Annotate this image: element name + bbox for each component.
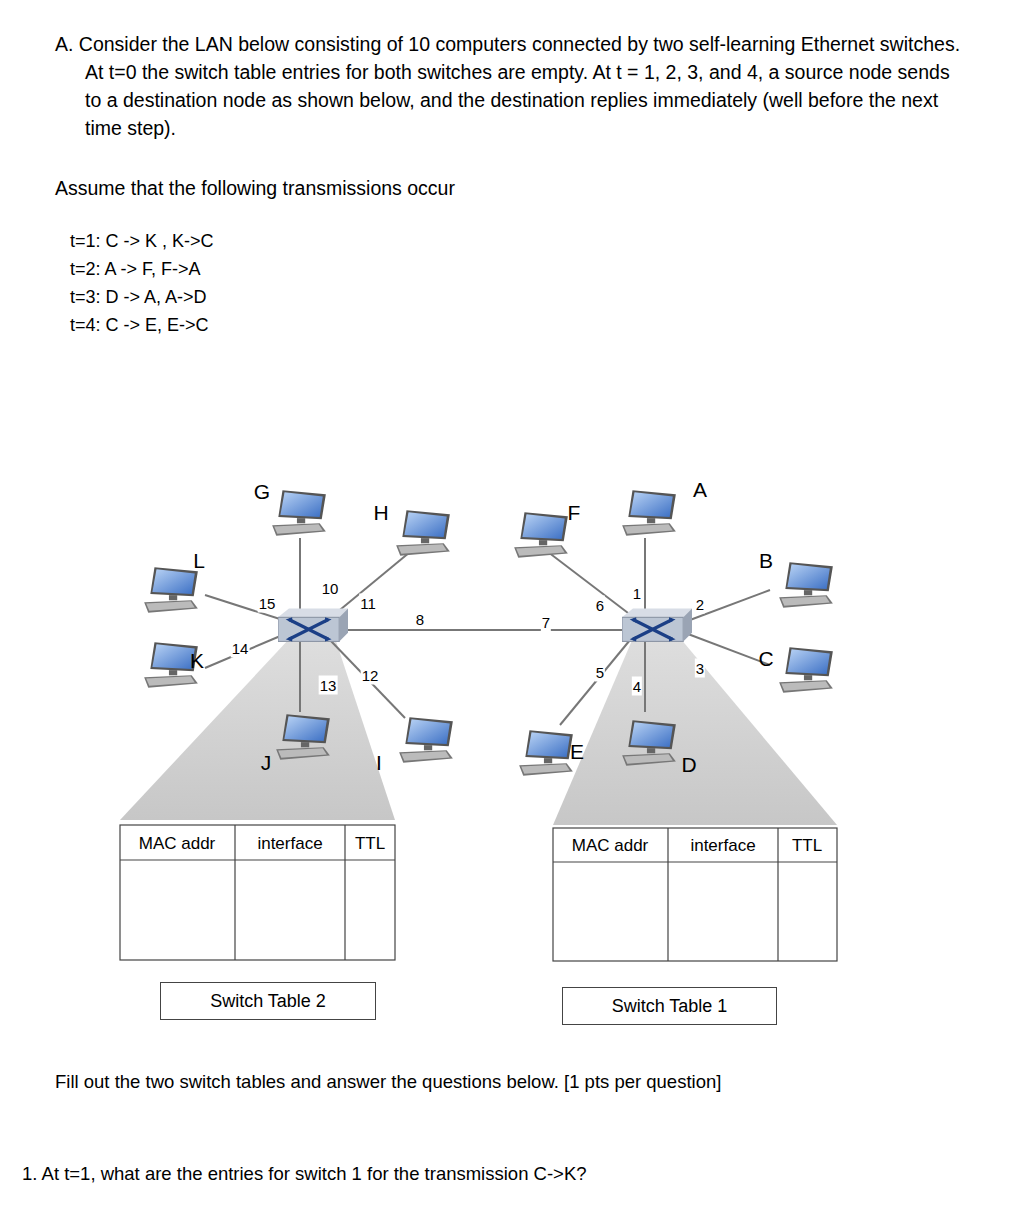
port-number: 8 [415, 610, 425, 629]
host-label: D [681, 752, 696, 778]
port-number: 7 [541, 613, 551, 632]
table-header: TTL [355, 833, 385, 854]
host-label: B [759, 548, 773, 574]
port-number: 10 [321, 579, 340, 598]
port-number: 2 [695, 595, 705, 614]
table-header: MAC addr [139, 833, 216, 854]
table-header: interface [690, 835, 755, 856]
transmission-line: t=1: C -> K , K->C [70, 230, 214, 253]
host-label: C [758, 646, 773, 672]
port-number: 6 [595, 596, 605, 615]
caption-box: Switch Table 1 [562, 987, 777, 1025]
question-text: Fill out the two switch tables and answe… [55, 1070, 721, 1093]
port-number: 3 [695, 659, 705, 678]
host-label: I [376, 750, 382, 776]
host-label: A [693, 477, 707, 503]
host-label: J [261, 750, 272, 776]
port-number: 14 [231, 639, 250, 658]
port-number: 4 [632, 677, 642, 696]
table-header: TTL [792, 835, 822, 856]
caption-text: Switch Table 1 [612, 996, 728, 1017]
port-number: 12 [361, 666, 380, 685]
transmission-line: t=3: D -> A, A->D [70, 286, 207, 309]
instruction-text: Assume that the following transmissions … [55, 176, 455, 200]
table-header: MAC addr [572, 835, 649, 856]
problem-text: A. Consider the LAN below consisting of … [55, 30, 965, 142]
host-label: H [373, 500, 388, 526]
host-label: E [570, 739, 584, 765]
host-label: G [254, 479, 270, 505]
port-number: 11 [359, 594, 377, 613]
port-number: 13 [319, 676, 338, 695]
host-label: K [190, 648, 204, 674]
host-label: F [568, 500, 581, 526]
transmission-line: t=4: C -> E, E->C [70, 314, 209, 337]
table-header: interface [257, 833, 322, 854]
port-number: 15 [258, 594, 277, 613]
port-number: 1 [632, 584, 642, 603]
caption-text: Switch Table 2 [210, 991, 326, 1012]
question-text: 1. At t=1, what are the entries for swit… [22, 1162, 587, 1185]
port-number: 5 [595, 663, 605, 682]
transmission-line: t=2: A -> F, F->A [70, 258, 201, 281]
caption-box: Switch Table 2 [160, 982, 376, 1020]
host-label: L [193, 548, 205, 574]
